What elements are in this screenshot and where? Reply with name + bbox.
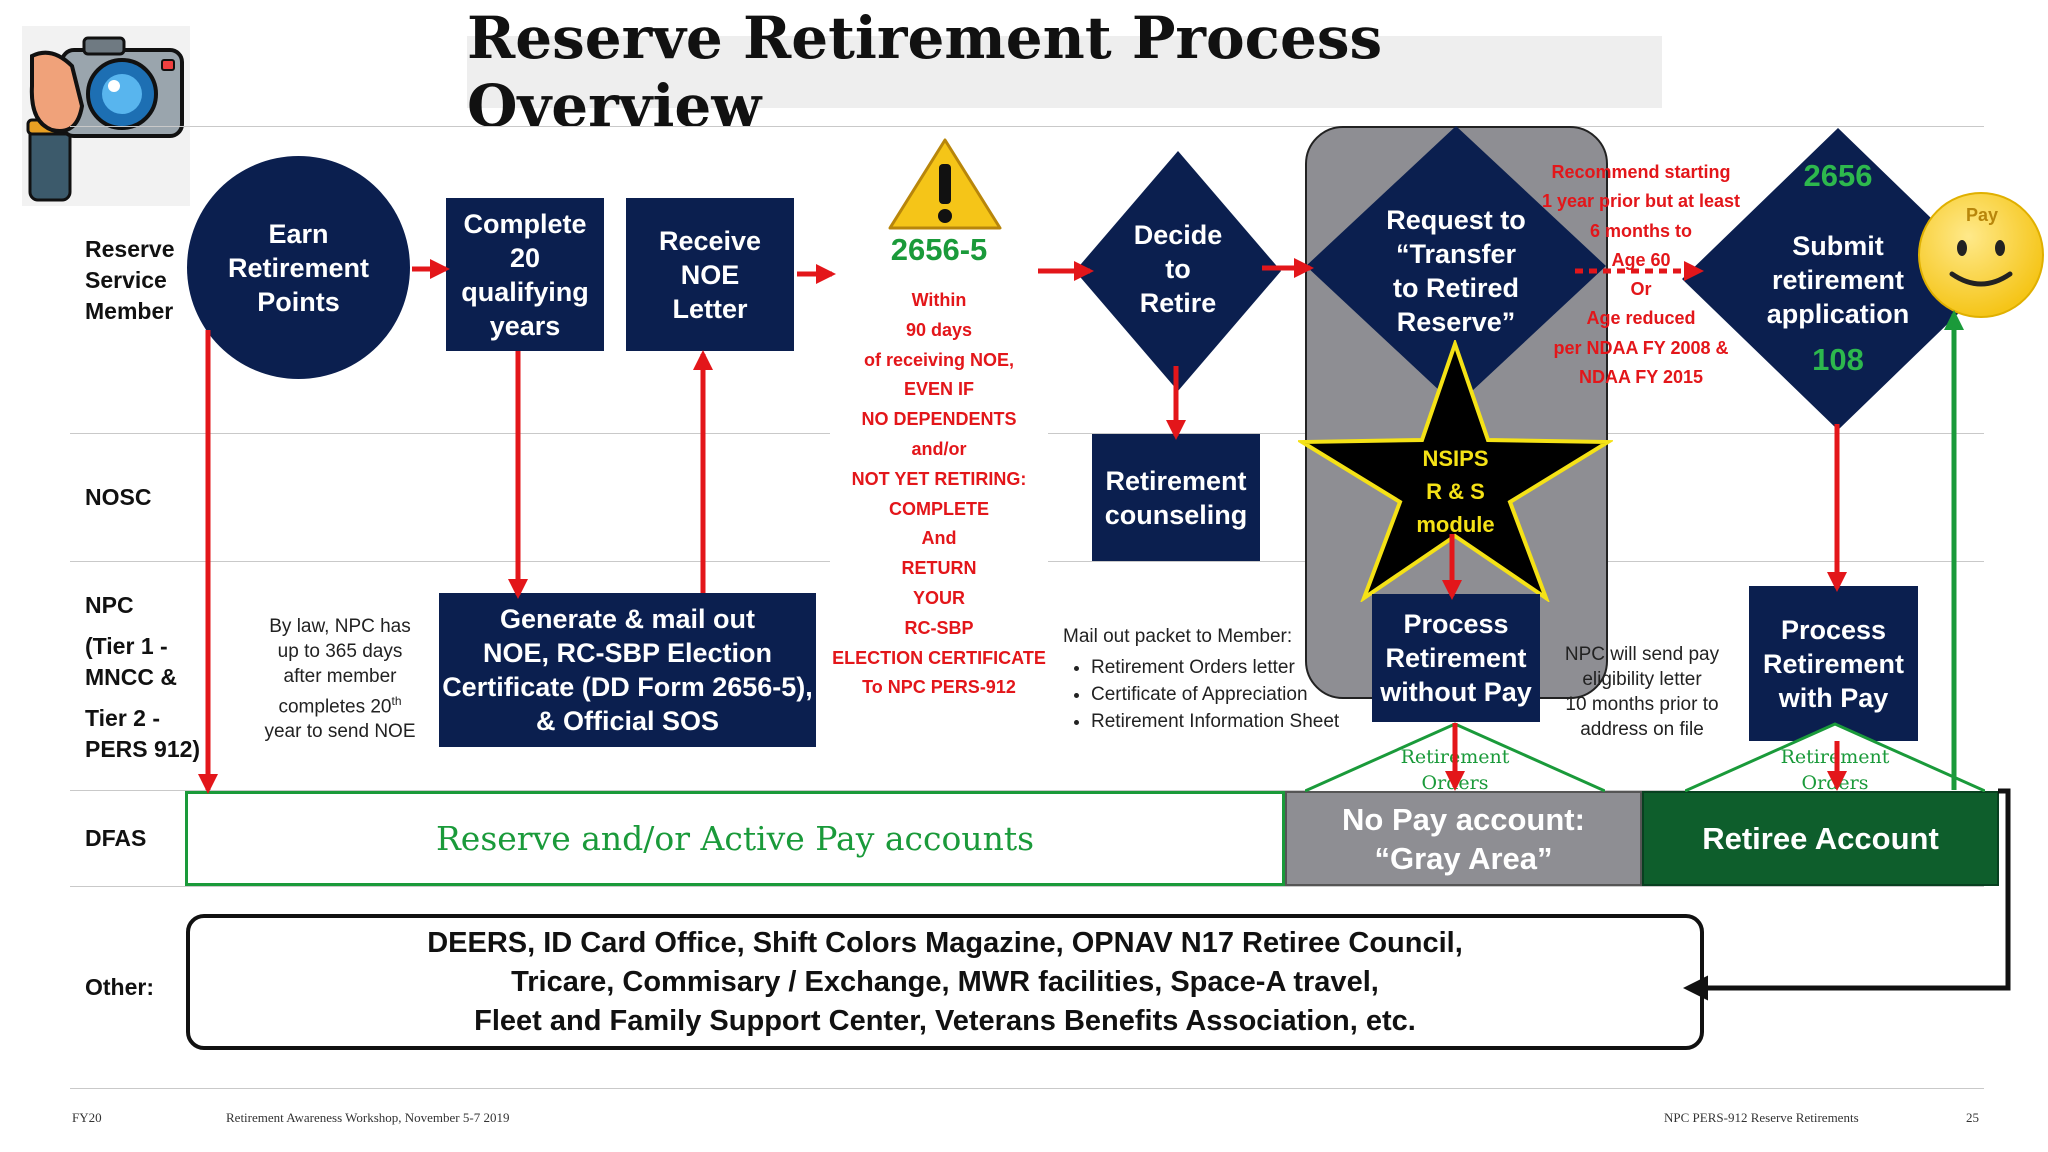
lane-divider-top <box>70 126 1984 127</box>
lane-label-nosc: NOSC <box>85 484 152 510</box>
lane-label-dfas: DFAS <box>85 825 147 851</box>
mail-packet-item: Certificate of Appreciation <box>1091 682 1363 707</box>
form-2656-5-heading: 2656-5 <box>890 232 988 267</box>
nsips-star <box>1298 340 1613 602</box>
form-2656-5-panel <box>830 228 1048 788</box>
camera-icon <box>22 26 190 206</box>
mail-packet-note: Mail out packet to Member: Retirement Or… <box>1063 624 1363 736</box>
footer-org: NPC PERS-912 Reserve Retirements <box>1664 1110 1859 1125</box>
footer-fy: FY20 <box>72 1110 102 1125</box>
mail-packet-item: Retirement Information Sheet <box>1091 709 1363 734</box>
lane-divider-bottom <box>70 1088 1984 1089</box>
retiree-account-box: Retiree Account <box>1642 791 1999 886</box>
submit-app-form-number-bottom: 108 <box>1812 342 1864 377</box>
pay-label: Pay <box>1966 205 1999 225</box>
lane-label-npc: NPC(Tier 1 -MNCC &Tier 2 -PERS 912) <box>85 592 201 762</box>
warning-icon <box>884 134 1006 234</box>
other-services-box: DEERS, ID Card Office, Shift Colors Maga… <box>186 914 1704 1050</box>
smiley-icon <box>1918 192 2044 318</box>
decide-diamond <box>1075 151 1281 391</box>
footer-page-number: 25 <box>1966 1110 1979 1125</box>
submit-app-diamond <box>1682 128 1994 430</box>
reserve-active-pay-box: Reserve and/or Active Pay accounts <box>185 791 1285 886</box>
no-pay-account-box: No Pay account:“Gray Area” <box>1285 791 1642 886</box>
lane-label-other: Other: <box>85 974 154 1000</box>
submit-app-form-number-top: 2656 <box>1803 158 1873 193</box>
lane-divider-other <box>70 886 1984 887</box>
request-transfer-diamond <box>1306 126 1606 406</box>
lane-divider-dfas <box>70 790 1984 791</box>
footer-workshop: Retirement Awareness Workshop, November … <box>226 1110 510 1125</box>
mail-packet-item: Retirement Orders letter <box>1091 655 1363 680</box>
